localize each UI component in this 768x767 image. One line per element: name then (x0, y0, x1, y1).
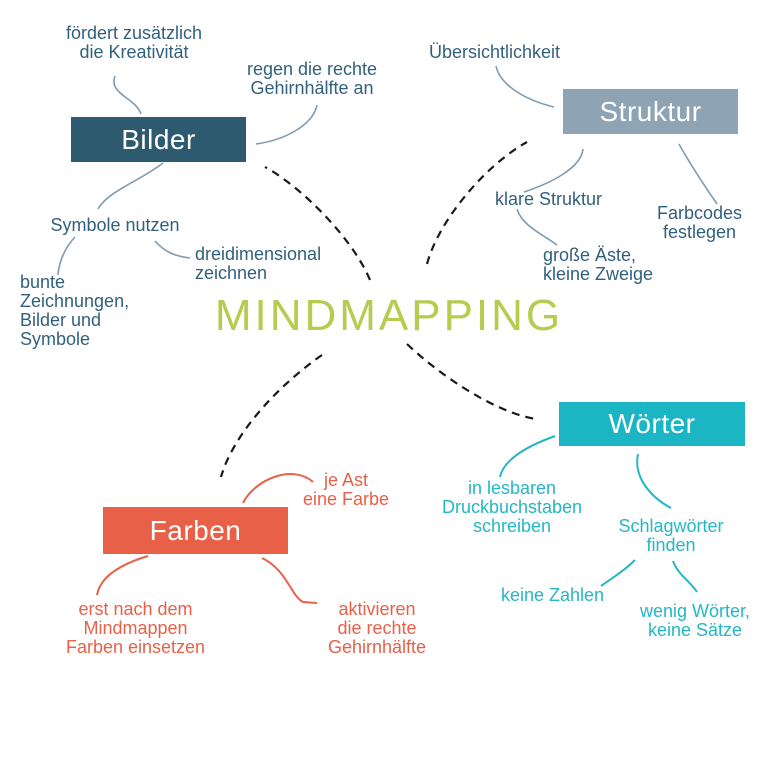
note-woerter-wenigwoerter: wenig Wörter, keine Sätze (639, 601, 751, 640)
note-bilder-symbole: Symbole nutzen (50, 215, 180, 235)
curve-struktur-farbcodes (678, 143, 718, 205)
branch-label-woerter: Wörter (608, 408, 696, 439)
branch-box-bilder: Bilder (71, 117, 246, 162)
branch-box-woerter: Wörter (559, 402, 745, 446)
curve-klare-aeste (516, 208, 558, 246)
curve-schlagwoerter-wenigwoerter (672, 560, 698, 593)
curve-farben-aktivieren (261, 557, 318, 604)
curve-symbole-dreidimensional (154, 240, 191, 259)
dashed-arrow-bilder (264, 166, 372, 281)
curve-bilder-gehirnhaelfte (255, 104, 318, 145)
branch-box-farben: Farben (103, 507, 288, 554)
note-bilder-bunte: bunte Zeichnungen, Bilder und Symbole (20, 272, 130, 349)
branch-box-struktur: Struktur (563, 89, 738, 134)
dashed-arrow-woerter (406, 343, 537, 421)
curve-bilder-symbole (97, 162, 164, 210)
curve-schlagwoerter-keinezahlen (600, 559, 636, 587)
note-struktur-klare: klare Struktur (495, 189, 603, 209)
note-struktur-farbcodes: Farbcodes festlegen (656, 203, 743, 242)
branch-label-farben: Farben (149, 514, 242, 546)
note-struktur-aeste: große Äste, kleine Zweige (543, 245, 654, 284)
curve-struktur-uebersichtlichkeit (495, 65, 555, 108)
center-title: MINDMAPPING (214, 291, 564, 340)
note-woerter-schlagwoerter: Schlagwörter finden (618, 516, 724, 555)
note-bilder-dreidimensional: dreidimensional zeichnen (195, 244, 322, 283)
note-woerter-keinezahlen: keine Zahlen (501, 585, 605, 605)
curve-farben-jeast (242, 473, 314, 504)
note-woerter-lesbar: in lesbaren Druckbuchstaben schreiben (441, 478, 583, 536)
note-farben-aktivieren: aktivieren die rechte Gehirnhälfte (327, 599, 427, 657)
dashed-arrow-struktur (425, 141, 528, 265)
note-farben-erstnach: erst nach dem Mindmappen Farben einsetze… (65, 599, 206, 657)
curve-woerter-schlagwoerter (636, 453, 672, 509)
branch-label-bilder: Bilder (121, 123, 196, 155)
curve-farben-erstnach (96, 555, 149, 596)
curve-struktur-klare (523, 148, 584, 193)
curve-woerter-lesbar (499, 435, 556, 478)
note-farben-jeast: je Ast eine Farbe (302, 470, 390, 509)
note-bilder-gehirnhaelfte: regen die rechte Gehirnhälfte an (246, 59, 378, 98)
curve-bilder-kreativitaet (113, 75, 142, 115)
note-struktur-uebersichtlichkeit: Übersichtlichkeit (429, 42, 561, 62)
note-bilder-kreativitaet: fördert zusätzlich die Kreativität (65, 23, 203, 62)
curve-symbole-bunte (57, 236, 76, 276)
branch-label-struktur: Struktur (599, 95, 702, 127)
dashed-arrow-farben (219, 354, 323, 478)
